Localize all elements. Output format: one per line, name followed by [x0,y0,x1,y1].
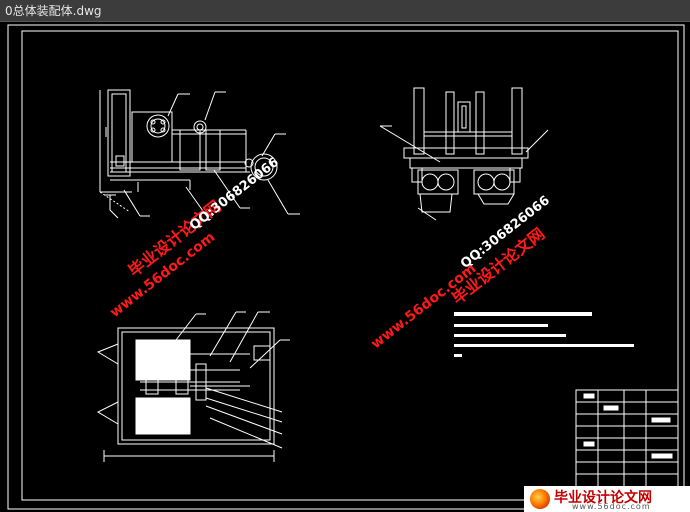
title-block [575,389,679,501]
sheet-outer-border [7,24,685,510]
watermark-site-right: www.56doc.com [368,261,479,353]
flame-logo-icon [530,489,550,509]
front-view [99,89,300,219]
side-view [379,87,549,221]
sheet-inner-border [21,30,679,501]
technical-notes [454,312,634,357]
watermark-right-site: www.56doc.com [368,261,479,353]
logo-name: 毕业设计论文网 [554,490,652,506]
logo-site: www.56doc.com [572,502,651,511]
title-bar: 0总体装配体.dwg [0,0,690,22]
plan-view [96,311,290,462]
site-logo: 毕业设计论文网 www.56doc.com [524,486,690,512]
file-tab-title[interactable]: 0总体装配体.dwg [5,4,102,18]
drawing-canvas[interactable]: 毕业设计论文网 QQ:306826066 www.56doc.com QQ:30… [0,22,690,512]
watermark-qq-left: QQ:306826066 [187,155,282,234]
cad-drawing: 毕业设计论文网 QQ:306826066 www.56doc.com QQ:30… [7,24,685,510]
